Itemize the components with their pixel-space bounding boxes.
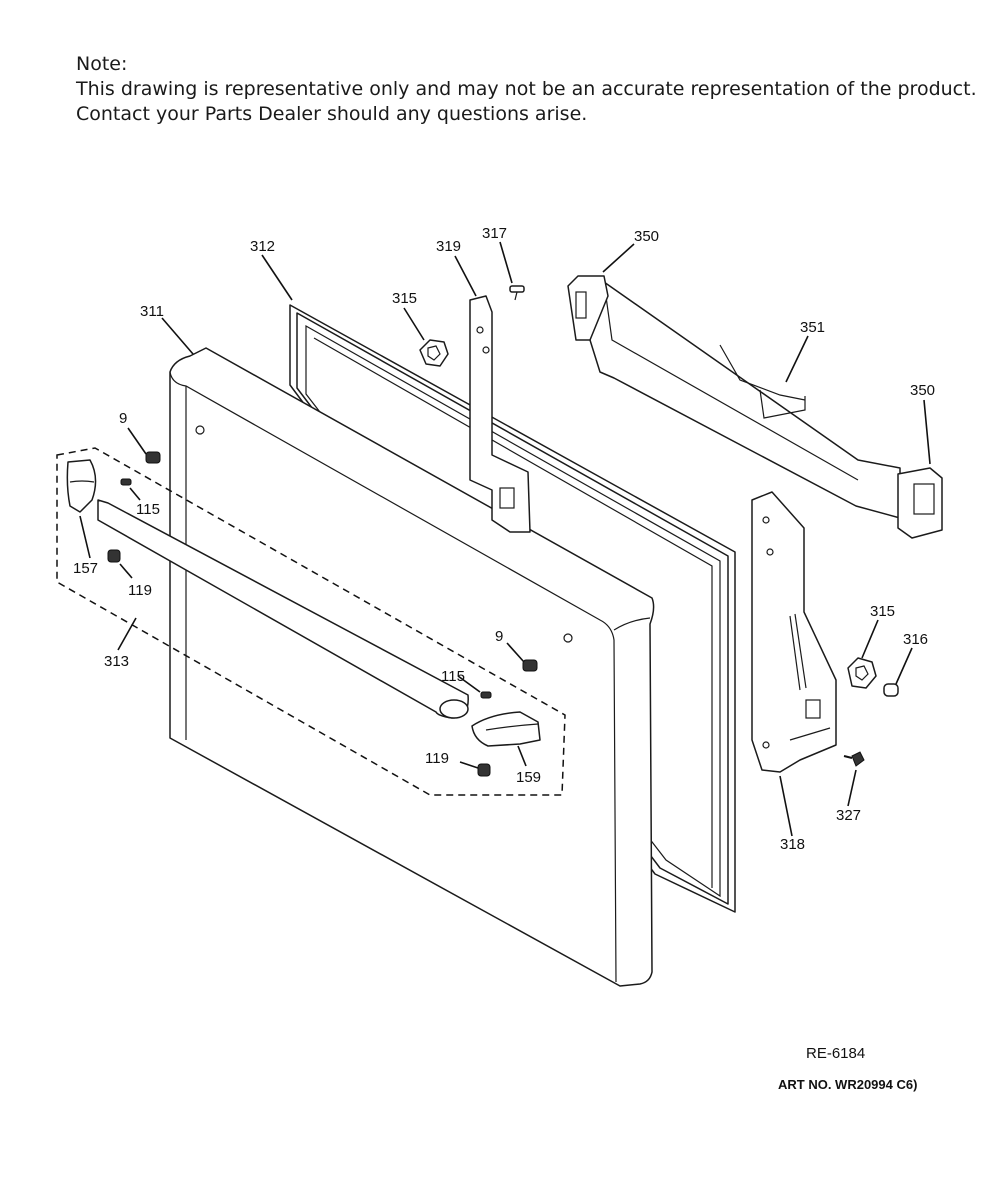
callout-115-right: 115 <box>441 668 465 685</box>
slide-end-350-right <box>897 467 943 539</box>
screw-327 <box>843 751 865 767</box>
callout-316: 316 <box>903 631 928 648</box>
callout-350-left: 350 <box>634 228 659 245</box>
callout-119-left: 119 <box>128 582 152 599</box>
handle-end-cap-157 <box>66 459 97 513</box>
note-line-2: Contact your Parts Dealer should any que… <box>76 103 588 125</box>
handle-assembly-outline-313 <box>56 447 566 796</box>
note-heading: Note: <box>76 53 128 75</box>
screw-316 <box>883 683 899 697</box>
callout-312: 312 <box>250 238 275 255</box>
callout-119-right: 119 <box>425 750 449 767</box>
note-line-1: This drawing is representative only and … <box>76 78 977 100</box>
hinge-bracket-319 <box>469 295 531 533</box>
set-screw-119-right <box>477 763 491 777</box>
handle-end-cap-159-edge <box>485 723 539 731</box>
screw-9-left <box>145 451 161 464</box>
screw-317 <box>509 285 525 301</box>
disclaimer-note: Note: This drawing is representative onl… <box>76 52 977 127</box>
hinge-bracket-318 <box>751 491 837 773</box>
callout-9-right: 9 <box>495 628 503 645</box>
callout-351: 351 <box>800 319 825 336</box>
callout-159: 159 <box>516 769 541 786</box>
callout-327: 327 <box>836 807 861 824</box>
handle-bar <box>97 499 469 719</box>
callout-315-lower: 315 <box>870 603 895 620</box>
callout-311: 311 <box>140 303 164 320</box>
art-number: ART NO. WR20994 C6) <box>778 1077 918 1092</box>
handle-end-cap-edge <box>69 480 95 483</box>
leader-lines <box>79 241 931 837</box>
set-screw-115-right <box>480 691 492 699</box>
callout-313: 313 <box>104 653 129 670</box>
set-screw-115-left <box>120 478 132 486</box>
screw-9-right <box>522 659 538 672</box>
nut-315-lower <box>847 657 877 689</box>
nut-315-upper <box>419 339 449 367</box>
callout-317: 317 <box>482 225 507 242</box>
callout-9-left: 9 <box>119 410 127 427</box>
callout-350-right: 350 <box>910 382 935 399</box>
callout-115-left: 115 <box>136 501 160 518</box>
reference-code: RE-6184 <box>806 1045 866 1062</box>
handle-end-cap-159 <box>471 711 541 747</box>
callout-labels: 311 312 319 317 315 350 351 350 9 115 15… <box>73 225 935 853</box>
set-screw-119-left <box>107 549 121 563</box>
callout-319: 319 <box>436 238 461 255</box>
drawer-slide-351 <box>579 281 901 519</box>
slide-end-350-left <box>567 275 609 341</box>
callout-157: 157 <box>73 560 98 577</box>
callout-318: 318 <box>780 836 805 853</box>
callout-315-upper: 315 <box>392 290 417 307</box>
